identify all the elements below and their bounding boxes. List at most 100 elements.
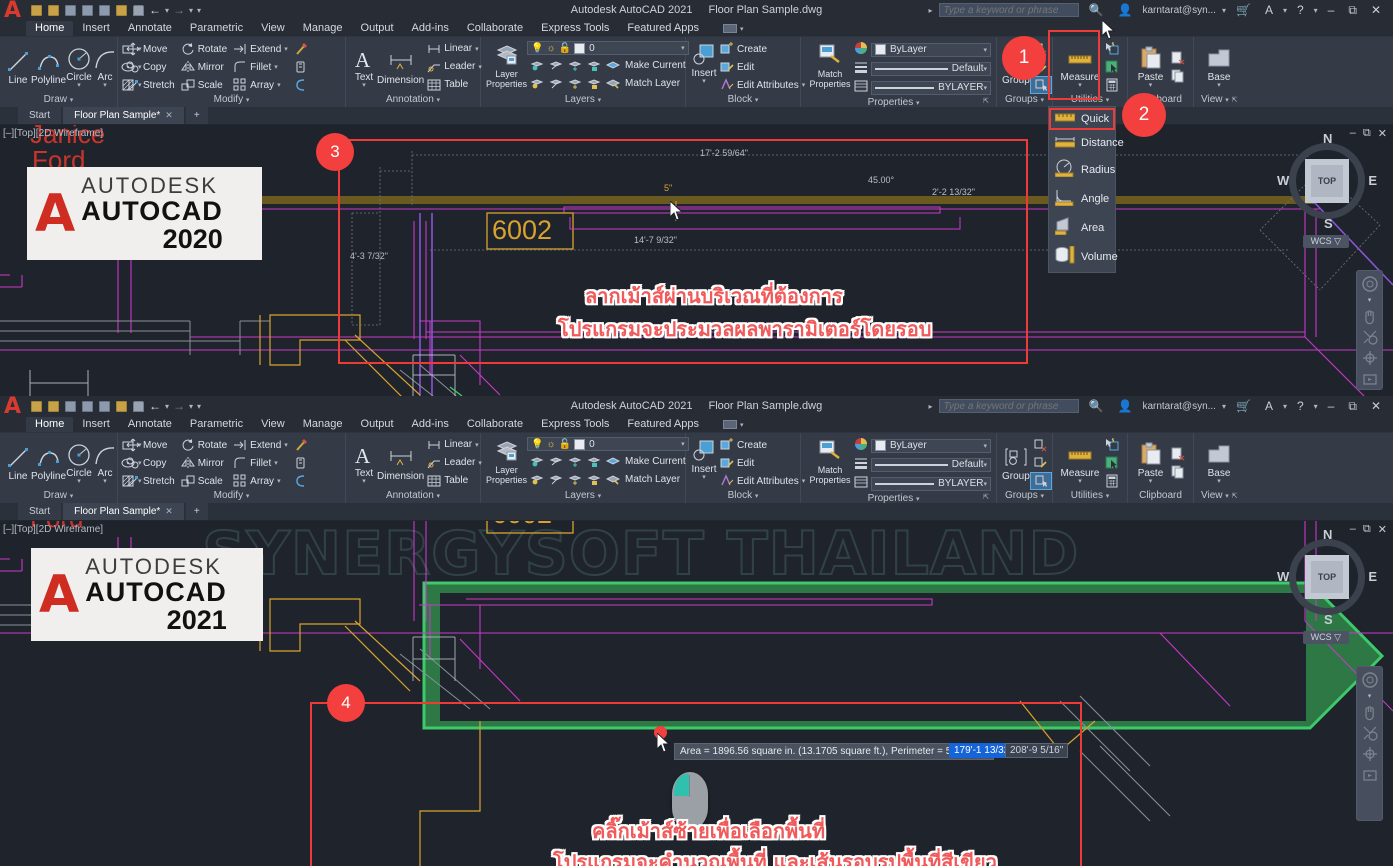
lightbulb-on-icon[interactable]: 💡 [531,438,544,450]
extend-button[interactable]: Extend▾ [230,40,291,58]
copy-button[interactable]: Copy [123,454,178,472]
table-button[interactable]: Table [424,472,485,490]
close-icon[interactable]: ✕ [165,110,173,120]
viewport-config-label[interactable]: [–][Top][2D Wireframe] [3,524,104,535]
restore-button[interactable]: ⧉ [1362,127,1371,139]
layer-dropdown[interactable]: 💡 ☼ 🔓 0 ▾ [527,41,689,55]
layer-dropdown-row[interactable]: 💡 ☼ 🔓 0 ▾ [527,41,689,55]
print-icon[interactable] [132,400,145,413]
make-current-icon[interactable] [605,58,621,72]
table-button[interactable]: Table [424,76,485,94]
app-caret[interactable]: ▾ [1282,401,1287,411]
ribbon-tab-addins[interactable]: Add-ins [411,418,449,430]
linetype-icon[interactable] [854,79,868,96]
account-avatar-icon[interactable]: 👤 [1117,3,1133,17]
layer-turn-on-icon[interactable] [549,76,563,90]
paste-caret[interactable]: ▾ [1148,82,1153,89]
dimension-button[interactable]: Dimension [377,443,424,482]
print-icon[interactable] [132,4,145,17]
zoom-extents-icon[interactable] [1361,328,1379,346]
color-dropdown[interactable]: ByLayer▾ [871,438,991,453]
measure-menu-item-distance[interactable]: Distance [1049,130,1124,155]
text-button[interactable]: A Text ▾ [351,44,377,89]
measure-button[interactable]: Measure ▾ [1058,44,1102,89]
layer-freeze-icon[interactable] [568,454,582,468]
chevron-down-icon[interactable]: ▾ [983,461,987,469]
restore-button[interactable]: ⧉ [1348,2,1357,17]
insert-block-button[interactable]: Insert ▾ [691,40,717,85]
layer-lock-icon[interactable] [587,454,601,468]
cart-icon[interactable]: 🛒 [1235,399,1251,413]
steering-wheel-icon[interactable] [1361,275,1379,293]
scale-button[interactable]: Scale [178,76,230,94]
trim-erase-button[interactable] [291,40,311,58]
open-icon[interactable] [47,400,60,413]
create-block-button[interactable]: Create [717,40,808,58]
account-caret[interactable]: ▾ [1221,5,1226,15]
file-tab-add[interactable]: + [185,107,208,124]
move-button[interactable]: Move [123,436,178,454]
dim-input-secondary[interactable]: 208'-9 5/16" [1005,743,1069,758]
measure-menu-item-quick[interactable]: Quick [1049,108,1115,130]
nav-caret-icon[interactable]: ▾ [1367,693,1372,700]
chevron-down-icon[interactable]: ▾ [681,45,685,52]
account-name[interactable]: karntarat@syn... [1142,400,1216,412]
text-caret[interactable]: ▾ [362,82,366,89]
hatch-button[interactable]: ▾ [118,76,145,94]
showmotion-icon[interactable] [1361,370,1379,388]
ribbon-tab-parametric[interactable]: Parametric [189,418,244,430]
ribbon-tab-collaborate[interactable]: Collaborate [466,418,524,430]
wcs-selector-top[interactable]: WCS ▽ [1302,235,1349,248]
layers-row-1[interactable]: Make Current [527,56,689,74]
quick-access-toolbar[interactable]: ←▾ →▾ ▾ [0,399,201,413]
quick-access-toolbar[interactable]: ←▾ →▾ ▾ [0,3,201,17]
base-view-button[interactable]: Base ▾ [1199,440,1239,485]
properties-dialog-launcher[interactable]: ⇱ [983,494,989,501]
new-icon[interactable] [30,400,43,413]
view-cube-north[interactable]: N [1323,131,1333,146]
view-cube-face[interactable]: TOP [1305,159,1349,203]
cart-icon[interactable]: 🛒 [1235,3,1251,17]
dimension-button[interactable]: Dimension [377,47,424,86]
close-button[interactable]: ✕ [1370,399,1381,413]
color-wheel-icon[interactable] [854,41,868,58]
drawing-viewport-top[interactable]: [–][Top][2D Wireframe] – ⧉ ✕ [0,125,1393,396]
lineweight-dropdown[interactable]: Default▾ [871,61,991,76]
autodesk-app-icon[interactable]: A [1264,3,1273,17]
color-row[interactable]: ByLayer▾ [854,41,991,58]
text-caret[interactable]: ▾ [362,478,366,485]
file-tab-bar[interactable]: Start Floor Plan Sample*✕ + [0,107,1393,125]
line-button[interactable]: Line [5,47,31,86]
layer-thaw-icon[interactable] [568,472,582,486]
search-box[interactable] [938,3,1079,17]
save-icon[interactable] [64,400,77,413]
edit-attributes-button[interactable]: Edit Attributes▾ [717,76,808,94]
chevron-down-icon[interactable]: ▾ [983,65,987,73]
ribbon-tab-featured-apps[interactable]: Featured Apps [627,418,699,430]
chevron-down-icon[interactable]: ▾ [983,46,987,54]
layer-isolate-icon[interactable] [530,58,544,72]
ungroup-button[interactable] [1030,436,1052,454]
restore-button[interactable]: ⧉ [1362,523,1371,535]
properties-dialog-launcher[interactable]: ⇱ [983,98,989,105]
viewport-config-label[interactable]: [–][Top][2D Wireframe] [3,128,104,139]
layer-unlock-icon[interactable] [587,472,601,486]
ribbon-tab-manage[interactable]: Manage [302,22,343,34]
text-button[interactable]: A Text ▾ [351,440,377,485]
viewport-window-buttons[interactable]: – ⧉ ✕ [1350,523,1387,536]
layer-isolate-icon[interactable] [530,454,544,468]
plot-icon-alt[interactable] [115,4,128,17]
infocenter-caret[interactable]: ▸ [928,5,933,15]
stretch-button[interactable]: Stretch [123,472,178,490]
array-button[interactable]: Array▾ [230,76,291,94]
layers-row-1[interactable]: Make Current [527,452,689,470]
arc-button[interactable]: Arc ▾ [92,44,118,89]
layer-unisolate-icon[interactable] [549,454,563,468]
undo-icon[interactable]: ← [149,399,161,413]
ribbon-overflow-icon[interactable]: ▾ [714,21,753,36]
unlock-icon[interactable]: 🔓 [558,438,572,450]
unlock-icon[interactable]: 🔓 [558,42,572,54]
view-cube-east[interactable]: E [1368,569,1377,584]
